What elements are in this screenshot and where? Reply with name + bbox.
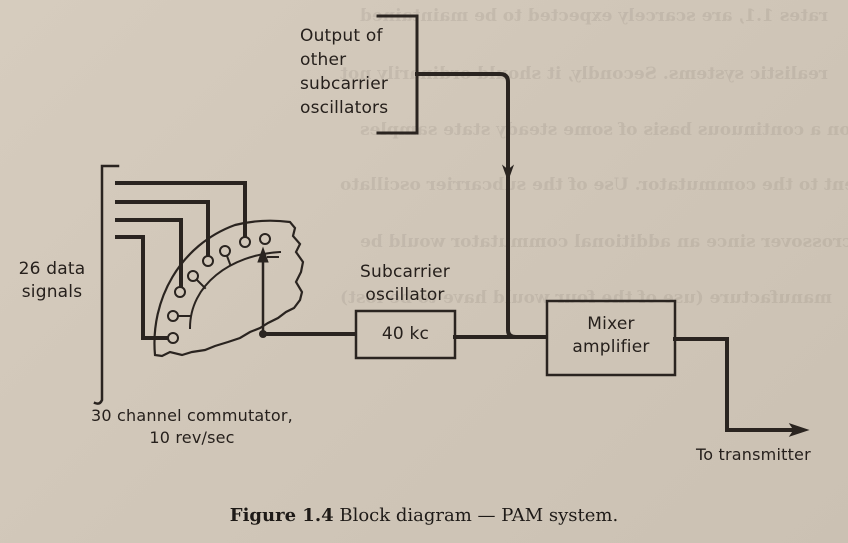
oscillator-box-label: 40 kc [381, 324, 430, 344]
label-line: signals [21, 282, 83, 302]
label-line: oscillators [300, 98, 389, 118]
contact [167, 332, 179, 344]
commutator-label: 30 channel commutator, 10 rev/sec [72, 405, 312, 449]
output-arrow-icon [788, 423, 810, 437]
input-line-1 [115, 181, 247, 242]
label-line: 10 rev/sec [149, 428, 235, 447]
contact [187, 270, 199, 282]
contact [167, 310, 179, 322]
label-line: Mixer [587, 314, 635, 334]
oscillator-box [354, 309, 457, 360]
label-line: other [300, 50, 347, 70]
label-line: Output of [300, 26, 383, 46]
subcarrier-oscillator-label: Subcarrier oscillator [340, 261, 470, 307]
label-line: oscillator [365, 285, 445, 305]
input-line-4 [115, 235, 169, 340]
to-transmitter-label: To transmitter [696, 445, 811, 464]
label-line: 26 data [18, 259, 86, 279]
input-line-3 [115, 218, 183, 292]
wiper-arrow-icon [257, 246, 269, 263]
figure-title: Block diagram — PAM system. [339, 505, 619, 526]
arrow-down-icon [501, 164, 515, 182]
data-signals-label: 26 data signals [12, 258, 92, 304]
label-line: Subcarrier [360, 262, 450, 282]
contact [259, 233, 271, 245]
contact [239, 236, 251, 248]
figure-number: Figure 1.4 [229, 505, 334, 526]
contact [202, 255, 214, 267]
commutator-body [153, 219, 305, 358]
contact [219, 245, 231, 257]
mixer-output-line [673, 337, 797, 432]
contact [174, 286, 186, 298]
other-oscillators-label: Output of other subcarrier oscillators [300, 24, 388, 120]
label-line: amplifier [572, 337, 650, 357]
mixer-box-label: Mixer amplifier [547, 313, 675, 359]
label-line: subcarrier [300, 74, 389, 94]
label-line: 30 channel commutator, [91, 406, 293, 425]
figure-caption: Figure 1.4 Block diagram — PAM system. [0, 505, 848, 526]
data-signals-bracket [93, 164, 120, 405]
